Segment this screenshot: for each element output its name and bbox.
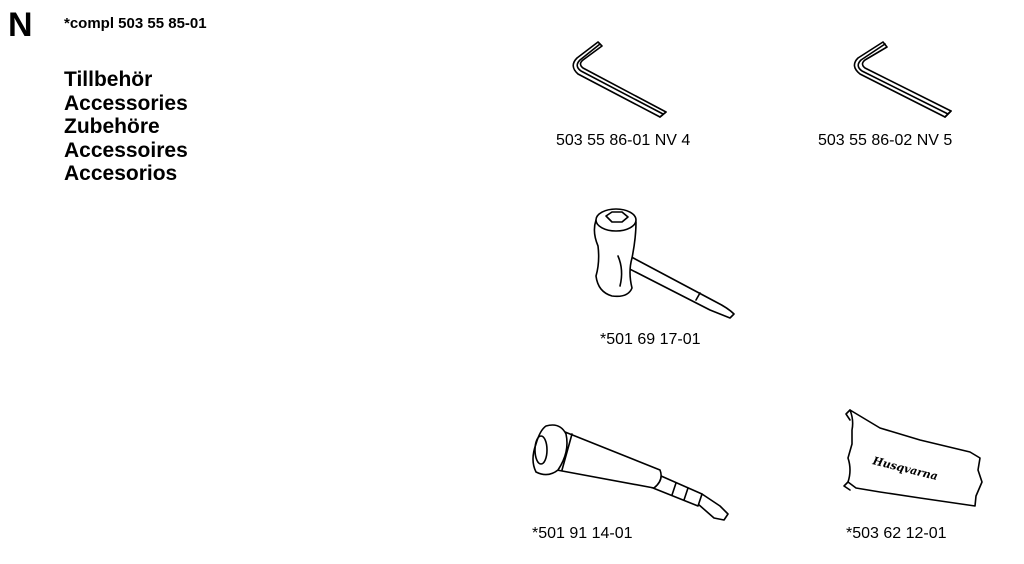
title-german: Zubehöre [64, 115, 160, 138]
part-label: *503 62 12-01 [846, 525, 947, 542]
kit-part-number: *compl 503 55 85-01 [64, 15, 207, 32]
section-letter: N [8, 6, 33, 44]
title-french: Accessoires [64, 138, 188, 162]
part-label: *501 69 17-01 [600, 331, 701, 348]
part-label: 503 55 86-02 NV 5 [818, 132, 953, 149]
part-label: *501 91 14-01 [532, 525, 633, 542]
accessories-title-list: Tillbehör Accessories Zubehöre Accessoir… [64, 68, 188, 186]
title-spanish: Accesorios [64, 162, 178, 185]
part-label: 503 55 86-01 NV 4 [556, 132, 691, 149]
title-english: Accessories [64, 91, 188, 115]
title-swedish: Tillbehör [64, 68, 153, 91]
